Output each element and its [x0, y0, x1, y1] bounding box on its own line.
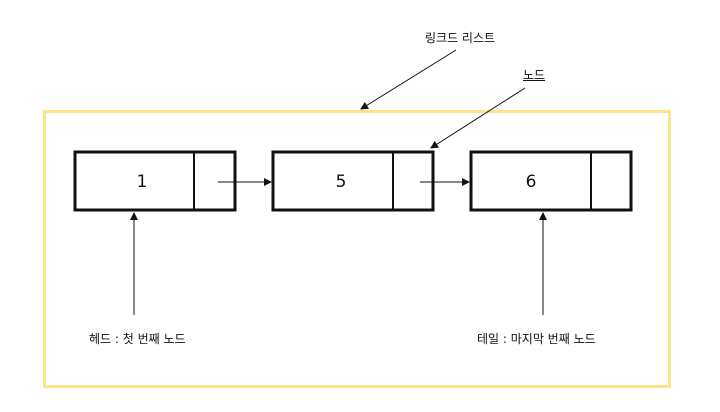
node-2-value: 5 [335, 172, 347, 192]
linked-list-container [43, 110, 671, 388]
linked-list-label: 링크드 리스트 [425, 31, 496, 45]
tail-label: 테일 : 마지막 번째 노드 [477, 332, 596, 346]
head-label: 헤드 : 첫 번째 노드 [89, 332, 186, 346]
node-3-value: 6 [525, 172, 537, 192]
node-1-value: 1 [136, 172, 148, 192]
node-1 [73, 150, 237, 212]
node-label-arrow [430, 87, 526, 149]
node-3 [469, 150, 633, 212]
node-2 [271, 150, 435, 212]
node-label: 노드 [523, 68, 546, 82]
linked-list-label-arrow [360, 49, 457, 110]
